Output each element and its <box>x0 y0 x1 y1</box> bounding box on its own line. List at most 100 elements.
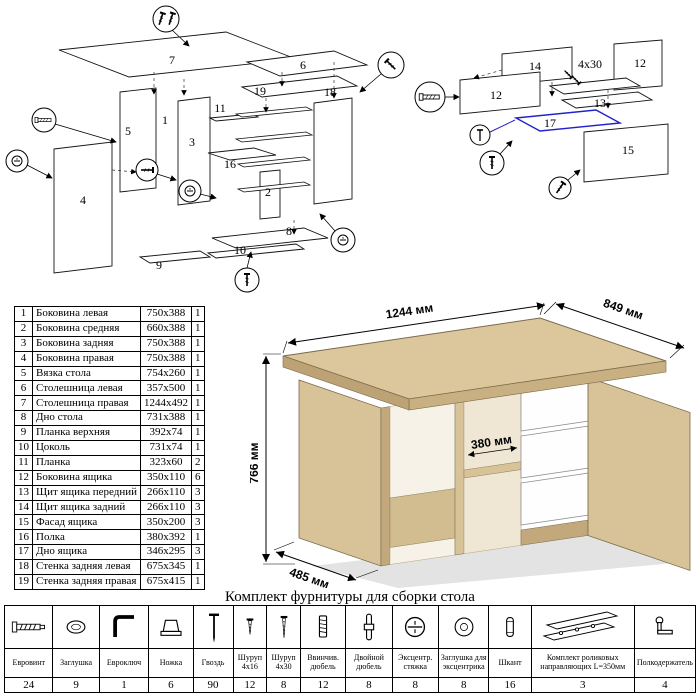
hardware-qty-row: 24 9 1 6 90 12 8 12 8 8 8 16 3 4 <box>3 677 697 693</box>
part-num: 17 <box>14 544 33 561</box>
part-num: 2 <box>14 320 33 337</box>
part-num: 1 <box>14 306 33 322</box>
drawer-guide-lines <box>473 69 611 109</box>
part-label-4: 4 <box>80 193 86 207</box>
desk-dimension-render: 1244 мм 849 мм 766 мм 380 мм 485 мм <box>250 296 691 588</box>
roller-slides-icon <box>542 611 619 641</box>
part-name: Вязка стола <box>31 365 142 382</box>
part-qty: 6 <box>191 469 205 486</box>
drawer-hardware-callouts <box>414 81 581 200</box>
part-qty: 2 <box>191 454 205 471</box>
part-qty: 1 <box>191 440 205 456</box>
desk-shadow <box>312 532 686 588</box>
part-qty: 1 <box>191 410 205 427</box>
part-num: 15 <box>14 514 33 531</box>
hardware-label: Ввинчив. дюбель <box>299 648 347 678</box>
part-label-10: 10 <box>234 243 246 257</box>
part-num: 19 <box>14 574 33 590</box>
cam-cap-icon <box>454 617 474 637</box>
part-label-16: 16 <box>224 157 236 171</box>
cap-icon <box>66 620 86 634</box>
part-size: 750x388 <box>140 350 193 367</box>
drawer-front-2 <box>520 425 589 479</box>
part-qty: 1 <box>191 395 205 412</box>
exploded-view-desk: 7 6 19 18 5 3 16 2 11 1 4 8 10 9 <box>5 5 405 293</box>
hardware-qty: 4 <box>633 677 697 693</box>
part-qty: 1 <box>191 365 205 382</box>
part-size: 350x200 <box>140 514 193 531</box>
eccentric-cam-icon <box>405 616 426 638</box>
exploded-view-drawer: 4x30 14 12 12 13 17 15 <box>414 39 669 200</box>
height-dimension-label: 766 мм <box>250 442 261 483</box>
part-label-17: 17 <box>544 116 556 130</box>
drawer-bottom-highlight <box>513 109 623 132</box>
part-num: 12 <box>14 469 33 486</box>
assembly-guide-lines <box>111 62 337 235</box>
part-name: Боковина левая <box>31 306 142 322</box>
part-size: 350x110 <box>140 469 193 486</box>
hardware-labels-row: Евровинт Заглушка Евроключ Ножка Гвоздь … <box>3 648 697 678</box>
hardware-label: Евроключ <box>98 648 150 678</box>
part-label-6: 6 <box>300 58 306 72</box>
part-name: Дно ящика <box>31 544 142 561</box>
hardware-label: Шуруп 4x16 <box>232 648 268 678</box>
part-label-11: 11 <box>214 101 226 115</box>
exploded-drawer-panels <box>459 39 669 183</box>
hardware-label: Ножка <box>148 648 194 678</box>
part-size: 754x260 <box>140 365 193 382</box>
part-qty: 1 <box>191 335 205 352</box>
euro-screw-icon <box>11 621 45 633</box>
part-label-5: 5 <box>125 124 131 138</box>
hardware-label: Гвоздь <box>192 648 234 678</box>
screw-note-group: 4x30 <box>562 57 602 86</box>
part-name: Цоколь <box>31 440 142 456</box>
part-name: Боковина ящика <box>31 469 142 486</box>
part-name: Щит ящика задний <box>31 499 142 516</box>
part-num: 6 <box>14 380 33 397</box>
screw-4x16-icon <box>246 618 254 635</box>
hardware-icons-row <box>3 605 697 649</box>
part-num: 11 <box>14 454 33 471</box>
part-size: 675x345 <box>140 559 193 576</box>
part-qty: 1 <box>191 574 205 590</box>
part-num: 5 <box>14 365 33 382</box>
part-size: 1244x492 <box>140 395 193 412</box>
exploded-desk-labels: 7 6 19 18 5 3 16 2 11 1 4 8 10 9 <box>80 53 336 272</box>
part-num: 14 <box>14 499 33 516</box>
part-num: 16 <box>14 529 33 546</box>
screw-in-dowel-icon <box>318 615 328 638</box>
part-label-3: 3 <box>189 135 195 149</box>
part-label-7: 7 <box>169 53 175 67</box>
part-size: 346x295 <box>140 544 193 561</box>
part-label-18: 18 <box>324 85 336 99</box>
width-dimension-label: 1244 мм <box>385 301 434 322</box>
hardware-qty: 6 <box>148 677 194 693</box>
part-size: 357x500 <box>140 380 193 397</box>
part-label-12-front: 12 <box>490 88 502 102</box>
part-qty: 1 <box>191 425 205 442</box>
hardware-label: Двойной дюбель <box>345 648 393 678</box>
hardware-qty: 8 <box>266 677 301 693</box>
part-qty: 3 <box>191 499 205 516</box>
double-dowel-icon <box>363 613 375 641</box>
exploded-drawer-labels: 14 12 12 13 17 15 <box>490 56 646 157</box>
screw-4x30-icon <box>280 615 287 638</box>
hardware-qty: 24 <box>3 677 54 693</box>
hardware-qty: 8 <box>437 677 490 693</box>
hardware-callouts <box>5 5 405 293</box>
hardware-qty: 12 <box>299 677 347 693</box>
part-name: Боковина средняя <box>31 320 142 337</box>
hardware-qty: 8 <box>391 677 439 693</box>
hardware-label: Комплект роликовых направляющих L=350мм <box>530 648 635 678</box>
part-num: 7 <box>14 395 33 412</box>
